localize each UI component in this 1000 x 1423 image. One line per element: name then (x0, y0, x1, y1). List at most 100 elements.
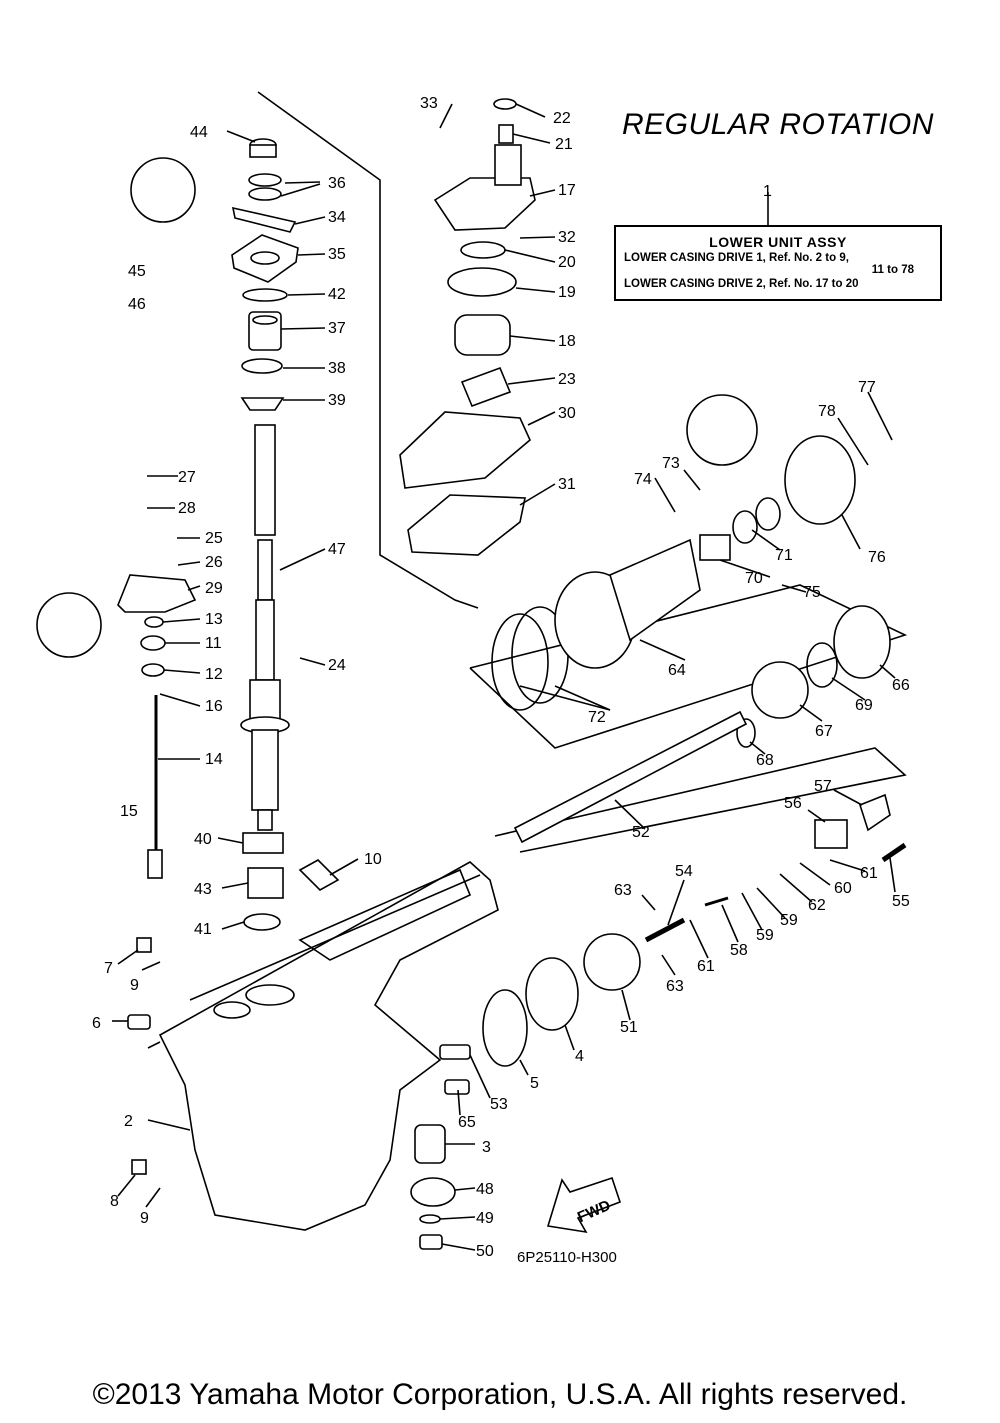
label-1: 1 (763, 183, 772, 200)
part-54-shape (644, 917, 686, 943)
label-13: 13 (205, 611, 223, 628)
label-48: 48 (476, 1181, 494, 1198)
label-68: 68 (756, 752, 774, 769)
label-9a: 9 (130, 977, 139, 994)
label-22: 22 (553, 110, 571, 127)
label-11: 11 (205, 635, 222, 652)
part-34-shape (231, 206, 297, 233)
label-6: 6 (92, 1015, 101, 1032)
diagram-code: 6P25110-H300 (517, 1249, 617, 1266)
label-42: 42 (328, 286, 346, 303)
label-21: 21 (555, 136, 573, 153)
part-7-shape (136, 937, 152, 953)
label-31: 31 (558, 476, 576, 493)
assembly-line-2: LOWER CASING DRIVE 2, Ref. No. 17 to 20 (624, 278, 859, 290)
assembly-heading: LOWER UNIT ASSY (709, 234, 847, 250)
part-21-shape (498, 124, 514, 144)
label-60: 60 (834, 880, 852, 897)
part-72-ring-a (491, 613, 549, 711)
label-54: 54 (675, 863, 693, 880)
label-50: 50 (476, 1243, 494, 1260)
part-40-shape (242, 832, 284, 854)
part-38-shape (241, 358, 283, 374)
part-68-shape (736, 718, 756, 748)
label-17: 17 (558, 182, 576, 199)
label-15: 15 (120, 803, 138, 820)
label-35: 35 (328, 246, 346, 263)
drive-shaft (240, 424, 290, 831)
page-title: REGULAR ROTATION (622, 108, 934, 141)
label-47: 47 (328, 541, 346, 558)
label-58: 58 (730, 942, 748, 959)
label-52: 52 (632, 824, 650, 841)
part-39-shape (240, 397, 285, 411)
part-36-shape (248, 173, 282, 187)
part-31-shape (407, 494, 526, 556)
label-25: 25 (205, 530, 223, 547)
label-41: 41 (194, 921, 212, 938)
label-53: 53 (490, 1096, 508, 1113)
label-43: 43 (194, 881, 212, 898)
label-66: 66 (892, 677, 910, 694)
label-70: 70 (745, 570, 763, 587)
label-8: 8 (110, 1193, 119, 1210)
label-77: 77 (858, 379, 876, 396)
part-70-shape (699, 534, 731, 561)
label-64: 64 (668, 662, 686, 679)
part-50-shape (419, 1234, 443, 1250)
pinion-group-boundary (494, 747, 907, 853)
label-24: 24 (328, 657, 346, 674)
part-20-shape (460, 241, 506, 259)
part-66-shape (833, 605, 891, 679)
label-19: 19 (558, 284, 576, 301)
part-48-shape (410, 1177, 456, 1207)
label-78: 78 (818, 403, 836, 420)
label-73: 73 (662, 455, 680, 472)
part-43-shape (247, 867, 284, 899)
part-51-shape (583, 933, 641, 991)
label-74: 74 (634, 471, 652, 488)
label-37: 37 (328, 320, 346, 337)
part-4-shape (525, 957, 579, 1031)
part-number-labels: 44 36 34 35 45 42 46 37 38 39 27 28 25 4… (92, 95, 910, 1260)
label-63a: 63 (614, 882, 632, 899)
part-55-shape (881, 842, 907, 863)
part-29-shape (117, 574, 197, 613)
label-65: 65 (458, 1114, 476, 1131)
label-62: 62 (808, 897, 826, 914)
part-18-shape (454, 314, 511, 356)
assembly-info-box: LOWER UNIT ASSY LOWER CASING DRIVE 1, Re… (614, 225, 942, 301)
part-8-shape (131, 1159, 147, 1175)
label-29: 29 (205, 580, 223, 597)
part-2-lower-casing (158, 861, 499, 1231)
label-57: 57 (814, 778, 832, 795)
label-27: 27 (178, 469, 196, 486)
label-10: 10 (364, 851, 382, 868)
label-30: 30 (558, 405, 576, 422)
label-20: 20 (558, 254, 576, 271)
part-17-shape (433, 177, 536, 231)
label-39: 39 (328, 392, 346, 409)
label-46: 46 (128, 296, 146, 313)
prop-group-boundary (469, 584, 908, 749)
label-3: 3 (482, 1139, 491, 1156)
part-53-shape (439, 1044, 471, 1060)
label-59a: 59 (780, 912, 798, 929)
label-51: 51 (620, 1019, 638, 1036)
inset-grease-right (686, 394, 758, 466)
part-22-shape (493, 98, 517, 110)
part-35-shape (231, 234, 299, 283)
label-71: 71 (775, 547, 793, 564)
label-14: 14 (205, 751, 223, 768)
label-16: 16 (205, 698, 223, 715)
label-63b: 63 (666, 978, 684, 995)
label-34: 34 (328, 209, 346, 226)
label-61a: 61 (860, 865, 878, 882)
part-56-shape (814, 819, 848, 849)
label-28: 28 (178, 500, 196, 517)
label-55: 55 (892, 893, 910, 910)
part-6-shape (127, 1014, 151, 1030)
part-13-shape (144, 616, 164, 628)
copyright-notice: ©2013 Yamaha Motor Corporation, U.S.A. A… (92, 1378, 908, 1411)
